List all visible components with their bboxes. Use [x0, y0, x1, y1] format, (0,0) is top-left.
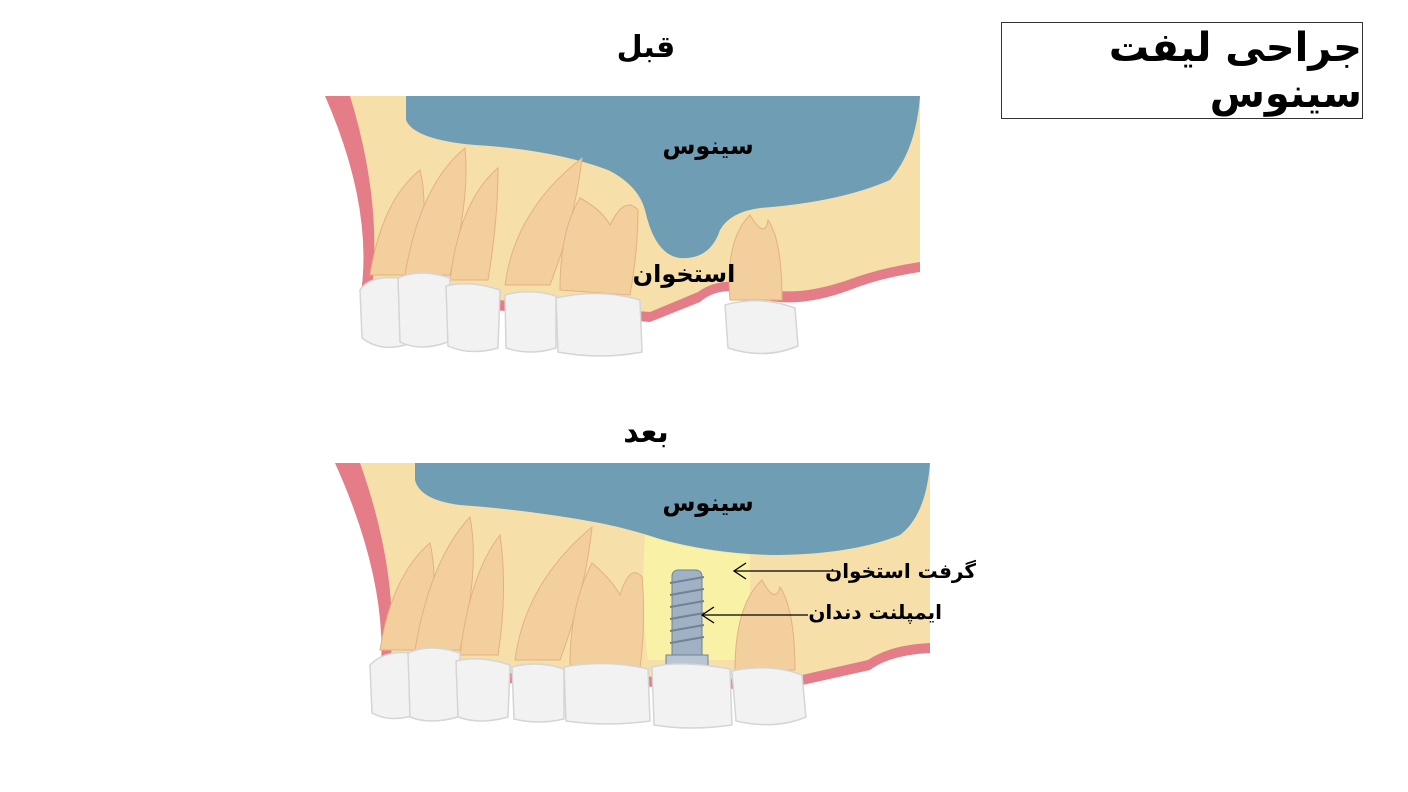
tooth-crowns: [359, 272, 799, 357]
before-label: قبل: [616, 30, 676, 65]
bone-graft-label: گرفت استخوان: [825, 559, 976, 583]
graft-pointer: [732, 562, 838, 580]
sinus-cavity: [406, 96, 920, 259]
after-sinus-label: سینوس: [662, 489, 753, 517]
before-sinus-label: سینوس: [662, 132, 753, 160]
sinus-cavity: [415, 463, 930, 555]
dental-implant-label: ایمپلنت دندان: [808, 600, 942, 624]
tooth-roots: [369, 147, 783, 301]
tooth-roots: [379, 515, 796, 671]
tooth-crowns: [369, 647, 807, 729]
before-illustration: سینوس استخوان: [325, 96, 920, 357]
implant-pointer: [700, 606, 808, 624]
diagram-title: جراحی لیفت سینوس: [1001, 22, 1363, 119]
after-illustration: سینوس: [335, 463, 930, 729]
dental-implant: [665, 569, 709, 670]
after-label: بعد: [623, 415, 669, 450]
before-bone-label: استخوان: [633, 260, 736, 288]
